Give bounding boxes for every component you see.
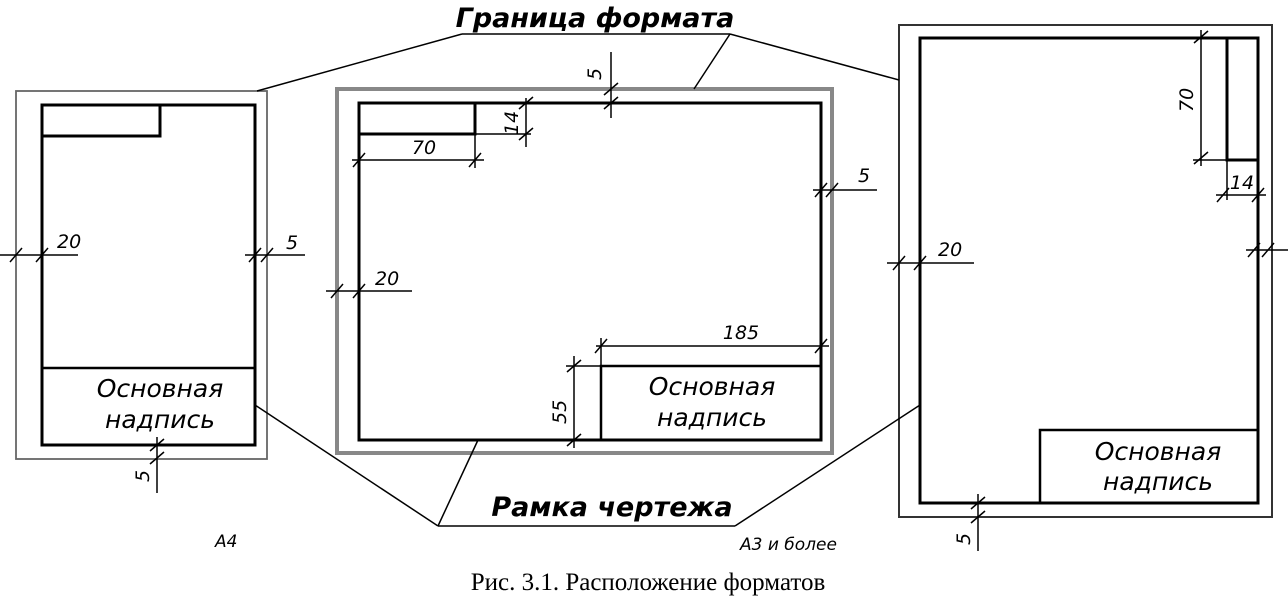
- a4-title-block-text1: Основная: [97, 374, 224, 403]
- large-drawing-frame: [918, 36, 1260, 505]
- large-dim-5r-tick1: [1247, 242, 1261, 258]
- drawing-frame-leader-a4: [254, 404, 439, 527]
- a3-title-block: [599, 364, 823, 442]
- a3-dim-185-label: 185: [723, 322, 759, 344]
- a3-dim-55-label: 55: [549, 400, 571, 424]
- a4-dim-20-tick2: [35, 247, 49, 263]
- large-dim-20-label: 20: [938, 239, 962, 261]
- a3-dim-20-tick1: [330, 283, 344, 299]
- large-dim-5b-tick2: [970, 510, 986, 524]
- a3-dim-55-tick1: [566, 359, 582, 373]
- large-dim-5b-tick1: [970, 496, 986, 510]
- a3-title-block-text1: Основная: [649, 372, 776, 401]
- figure-caption: Рис. 3.1. Расположение форматов: [471, 569, 826, 596]
- a3-dim-5r-tick1: [814, 182, 828, 198]
- large-format-border: [898, 24, 1273, 518]
- a4-dim-5b-tick2: [149, 451, 165, 465]
- large-dim-20-tick1: [892, 255, 906, 271]
- large-title-block-text2: надпись: [1103, 467, 1213, 496]
- a4-dim-5r-tick2: [260, 247, 274, 263]
- a3-dim-185-tick2: [814, 338, 828, 354]
- a3-dim-20-label: 20: [375, 268, 399, 290]
- a4-format-border: [15, 90, 268, 460]
- a3-dim-5t-label: 5: [584, 68, 606, 80]
- large-dim-70-label: 70: [1176, 88, 1198, 112]
- a4-title-block-text2: надпись: [105, 405, 215, 434]
- format-border-leader-a4: [256, 33, 463, 92]
- a3-format-label: А3 и более: [739, 535, 837, 555]
- a3-dim-70-tick1: [352, 152, 366, 168]
- a3-dim-5r-tick2: [825, 182, 839, 198]
- large-title-block-text1: Основная: [1095, 437, 1222, 466]
- format-border-leader-large: [729, 33, 900, 81]
- large-dim-14-tick2: [1251, 187, 1265, 203]
- drawing-frame-leader-a3: [437, 439, 479, 527]
- format-border-label: Граница формата: [456, 3, 735, 34]
- a4-dim-5b-tick1: [149, 438, 165, 452]
- large-sheet: Основная надпись 70 14 20 5: [887, 24, 1288, 551]
- large-dim-70-tick2: [1193, 151, 1209, 165]
- large-dim-70-tick1: [1193, 30, 1209, 44]
- drawing-frame-label: Рамка чертежа: [491, 492, 732, 523]
- large-dim-5r-tick2: [1261, 242, 1275, 258]
- a4-format-label: А4: [214, 532, 237, 552]
- callouts: Граница формата Рамка чертежа: [254, 3, 921, 527]
- a4-dim-20-tick1: [9, 247, 23, 263]
- a3-dim-14-tick2: [518, 127, 534, 141]
- large-dim-20-tick2: [913, 255, 927, 271]
- a3-dim-5t-tick1: [603, 82, 619, 96]
- a3-dim-5r-label: 5: [858, 165, 870, 187]
- a4-dim-5r-label: 5: [286, 232, 298, 254]
- a3-dim-70-label: 70: [412, 137, 436, 159]
- a3-dim-55-tick2: [566, 433, 582, 447]
- a4-sheet: Основная надпись 20 5 5 А4: [0, 90, 305, 552]
- a3-dim-5t-tick2: [603, 96, 619, 110]
- a3-title-block-text2: надпись: [657, 403, 767, 432]
- a3-dim-70-tick2: [468, 152, 482, 168]
- a4-dim-5b-label: 5: [132, 470, 154, 482]
- a3-drawing-frame: [357, 101, 823, 442]
- a3-dim-20-tick2: [352, 283, 366, 299]
- large-title-block: [1038, 428, 1260, 505]
- large-small-stamp: [1225, 36, 1260, 162]
- a3-format-border: [335, 87, 834, 455]
- a4-dim-20-label: 20: [57, 231, 81, 253]
- a3-sheet: Основная надпись 5 14 70 5 20 1: [326, 52, 877, 555]
- a3-dim-14-tick1: [518, 96, 534, 110]
- drawing-frame-leader-large: [734, 404, 921, 527]
- a4-small-stamp: [40, 103, 162, 138]
- large-dim-14-tick1: [1216, 187, 1230, 203]
- format-border-leader-a3: [693, 33, 731, 90]
- a3-dim-14-label: 14: [501, 111, 523, 135]
- large-dim-5b-label: 5: [953, 533, 975, 545]
- large-dim-14-label: 14: [1230, 172, 1254, 194]
- a4-dim-5r-tick1: [248, 247, 262, 263]
- a3-small-stamp: [357, 101, 477, 136]
- a3-dim-185-tick1: [594, 338, 608, 354]
